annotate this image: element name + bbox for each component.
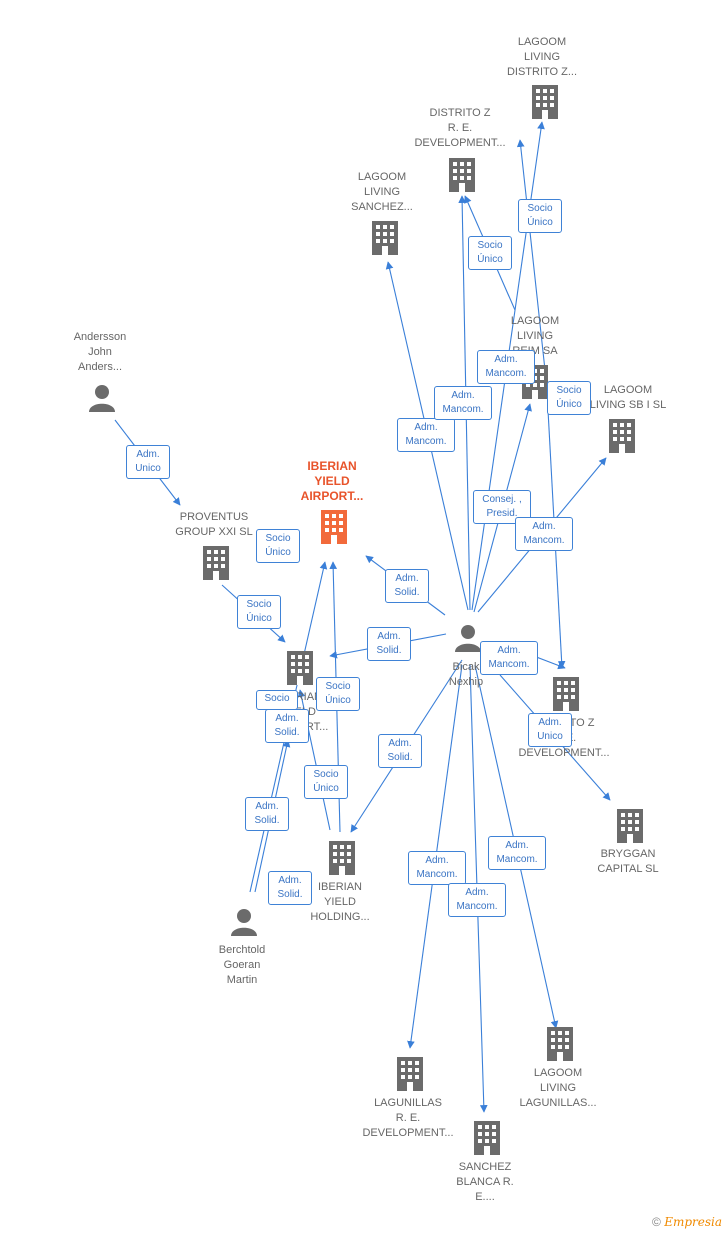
edge-label-0: Socio Único [518, 199, 562, 233]
building-icon-distrito_z_dev2[interactable] [553, 677, 579, 711]
building-icon-lagoom_sb[interactable] [609, 419, 635, 453]
building-icon-lagoom_distrito[interactable] [532, 85, 558, 119]
edge-label-24: Adm. Mancom. [448, 883, 506, 917]
brand-logo[interactable]: Empresia [664, 1215, 722, 1229]
edge-label-3: Adm. Mancom. [434, 386, 492, 420]
node-label-andersson[interactable]: Andersson John Anders... [73, 331, 127, 373]
edge-label-16: Adm. Solid. [265, 709, 309, 743]
building-icon-iberian_airport[interactable] [321, 510, 347, 544]
edge-label-9: Socio Único [256, 529, 300, 563]
building-icon-iberian_mid[interactable] [287, 651, 313, 685]
edge-label-1: Socio Único [468, 236, 512, 270]
building-icon-lagunillas_re[interactable] [397, 1057, 423, 1091]
node-label-berchtold[interactable]: Berchtold Goeran Martin [218, 944, 266, 986]
node-label-lagunillas_re[interactable]: LAGUNILLAS R. E. DEVELOPMENT... [362, 1097, 454, 1139]
copyright-icon: © [652, 1215, 661, 1229]
building-icon-lagoom_sanchez[interactable] [372, 221, 398, 255]
building-icon-bryggan[interactable] [617, 809, 643, 843]
building-icon-lagoom_lagunillas[interactable] [547, 1027, 573, 1061]
building-icon-proventus[interactable] [203, 546, 229, 580]
edge-label-8: Adm. Mancom. [515, 517, 573, 551]
edge-label-11: Socio Único [237, 595, 281, 629]
node-label-iberian_holding[interactable]: IBERIAN YIELD HOLDING... [310, 881, 370, 923]
edge-label-19: Socio Único [304, 765, 348, 799]
building-icon-distrito_z_re[interactable] [449, 158, 475, 192]
edge-label-5: Socio Único [547, 381, 591, 415]
building-icon-iberian_holding[interactable] [329, 841, 355, 875]
person-icon-bicak[interactable] [455, 625, 481, 652]
node-label-lagoom_sanchez[interactable]: LAGOOM LIVING SANCHEZ... [351, 171, 413, 213]
edge-label-2: Adm. Mancom. [397, 418, 455, 452]
person-icon-andersson[interactable] [89, 385, 115, 412]
edge-label-13: Adm. Mancom. [480, 641, 538, 675]
edge-label-6: Adm. Unico [126, 445, 170, 479]
edge-label-10: Adm. Solid. [385, 569, 429, 603]
node-label-lagoom_lagunillas[interactable]: LAGOOM LIVING LAGUNILLAS... [519, 1067, 597, 1109]
node-label-lagoom_sb[interactable]: LAGOOM LIVING SB I SL [589, 384, 667, 411]
person-icon-berchtold[interactable] [231, 909, 257, 936]
edge-label-15: Socio Único [316, 677, 360, 711]
node-label-proventus[interactable]: PROVENTUS GROUP XXI SL [175, 511, 253, 538]
node-label-iberian_airport[interactable]: IBERIAN YIELD AIRPORT... [300, 459, 364, 503]
edge-label-12: Adm. Solid. [367, 627, 411, 661]
edge-label-22: Adm. Mancom. [408, 851, 466, 885]
node-label-bryggan[interactable]: BRYGGAN CAPITAL SL [597, 848, 659, 875]
node-label-bicak[interactable]: Bicak Nexhip [448, 661, 484, 688]
edge-label-14: Socio [256, 690, 298, 710]
node-label-distrito_z_re[interactable]: DISTRITO Z R. E. DEVELOPMENT... [414, 107, 506, 149]
edge-label-21: Adm. Solid. [268, 871, 312, 905]
edge-label-17: Adm. Unico [528, 713, 572, 747]
footer: © Empresia [652, 1215, 722, 1229]
edge-label-4: Adm. Mancom. [477, 350, 535, 384]
building-icon-sanchez_blanca[interactable] [474, 1121, 500, 1155]
edge-label-23: Adm. Mancom. [488, 836, 546, 870]
node-label-sanchez_blanca[interactable]: SANCHEZ BLANCA R. E.... [456, 1161, 514, 1203]
edge-label-20: Adm. Solid. [245, 797, 289, 831]
edge-19 [516, 139, 546, 371]
edge-label-18: Adm. Solid. [378, 734, 422, 768]
node-label-lagoom_distrito[interactable]: LAGOOM LIVING DISTRITO Z... [506, 36, 578, 78]
